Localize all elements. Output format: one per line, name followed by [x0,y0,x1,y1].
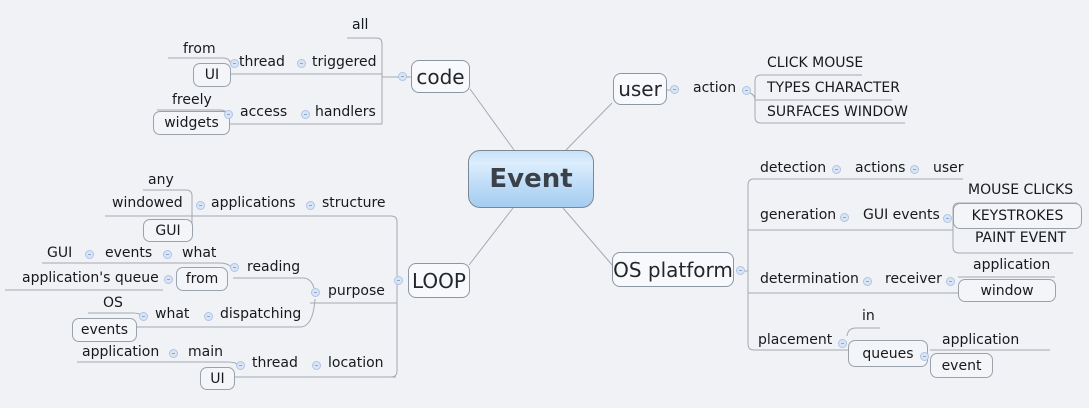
node-placement[interactable]: placement [758,332,833,348]
node-purpose[interactable]: purpose [328,283,385,299]
collapse-toggle[interactable] [306,201,315,210]
collapse-toggle[interactable] [742,86,751,95]
node-main[interactable]: main [188,344,223,360]
node-handlers[interactable]: handlers [315,104,376,120]
collapse-toggle[interactable] [169,349,178,358]
node-access[interactable]: access [240,104,288,120]
node-any[interactable]: any [148,172,174,188]
node-gui-events[interactable]: GUI events [863,207,940,223]
collapse-toggle[interactable] [230,59,239,68]
node-user-leaf[interactable]: user [933,160,964,176]
node-application-receiver[interactable]: application [973,257,1051,273]
node-gui-box[interactable]: GUI [143,219,193,242]
collapse-toggle[interactable] [910,165,919,174]
collapse-toggle[interactable] [163,250,172,259]
node-thread-top[interactable]: thread [239,54,285,70]
node-window[interactable]: window [958,279,1056,302]
collapse-toggle[interactable] [863,277,872,286]
node-types-character[interactable]: TYPES CHARACTER [767,80,900,96]
collapse-toggle[interactable] [394,276,403,285]
node-os-leaf[interactable]: OS [103,295,123,311]
collapse-toggle[interactable] [840,213,849,222]
collapse-toggle[interactable] [196,201,205,210]
node-events-reading[interactable]: events [105,245,153,261]
collapse-toggle[interactable] [398,72,407,81]
node-dispatching[interactable]: dispatching [220,306,302,322]
collapse-toggle[interactable] [670,85,679,94]
node-mouse-clicks[interactable]: MOUSE CLICKS [968,182,1074,198]
collapse-toggle[interactable] [312,361,321,370]
collapse-toggle[interactable] [236,361,245,370]
collapse-toggle[interactable] [736,266,745,275]
node-structure[interactable]: structure [322,195,386,211]
node-freely[interactable]: freely [172,92,212,108]
node-paint-event[interactable]: PAINT EVENT [975,230,1067,246]
collapse-toggle[interactable] [946,277,955,286]
node-application-queues[interactable]: application [942,332,1020,348]
collapse-toggle[interactable] [224,110,233,119]
collapse-toggle[interactable] [297,59,306,68]
collapse-toggle[interactable] [230,263,239,272]
collapse-toggle[interactable] [139,312,148,321]
node-reading[interactable]: reading [247,259,301,275]
node-location[interactable]: location [328,355,384,371]
node-applications[interactable]: applications [211,195,296,211]
node-widgets[interactable]: widgets [153,111,230,135]
node-keystrokes[interactable]: KEYSTROKES [953,203,1082,229]
collapse-toggle[interactable] [311,288,320,297]
node-application-main[interactable]: application [82,344,160,360]
node-loop[interactable]: LOOP [408,263,470,298]
node-generation[interactable]: generation [760,207,837,223]
node-queues[interactable]: queues [848,340,928,367]
node-detection[interactable]: detection [760,160,827,176]
collapse-toggle[interactable] [920,352,929,361]
node-in[interactable]: in [862,308,875,324]
node-what-dispatching[interactable]: what [155,306,190,322]
collapse-toggle[interactable] [301,110,310,119]
node-thread-bottom[interactable]: thread [252,355,298,371]
node-code[interactable]: code [411,60,470,93]
node-event-leaf[interactable]: event [930,353,993,378]
node-events-box[interactable]: events [72,318,137,342]
collapse-toggle[interactable] [943,214,952,223]
collapse-toggle[interactable] [838,339,847,348]
node-os-platform[interactable]: OS platform [612,252,734,287]
node-all[interactable]: all [352,17,369,33]
collapse-toggle[interactable] [164,275,173,284]
node-from-box[interactable]: from [176,267,228,291]
collapse-toggle[interactable] [832,165,841,174]
node-what-reading[interactable]: what [182,245,217,261]
collapse-toggle[interactable] [204,312,213,321]
collapse-toggle[interactable] [85,250,94,259]
node-app-queue[interactable]: application's queue [22,270,159,286]
node-determination[interactable]: determination [760,271,859,287]
node-ui-bottom[interactable]: UI [200,367,235,390]
node-action[interactable]: action [693,80,737,96]
node-surfaces-window[interactable]: SURFACES WINDOW [767,104,909,120]
node-windowed[interactable]: windowed [112,195,183,211]
node-receiver[interactable]: receiver [885,271,942,287]
node-gui-leaf[interactable]: GUI [47,245,73,261]
node-triggered[interactable]: triggered [312,54,377,70]
node-event-root[interactable]: Event [468,150,594,208]
node-click-mouse[interactable]: CLICK MOUSE [767,55,864,71]
node-actions[interactable]: actions [855,160,906,176]
node-user[interactable]: user [613,73,667,105]
node-ui-top[interactable]: UI [193,63,231,87]
node-from-top[interactable]: from [183,41,216,57]
